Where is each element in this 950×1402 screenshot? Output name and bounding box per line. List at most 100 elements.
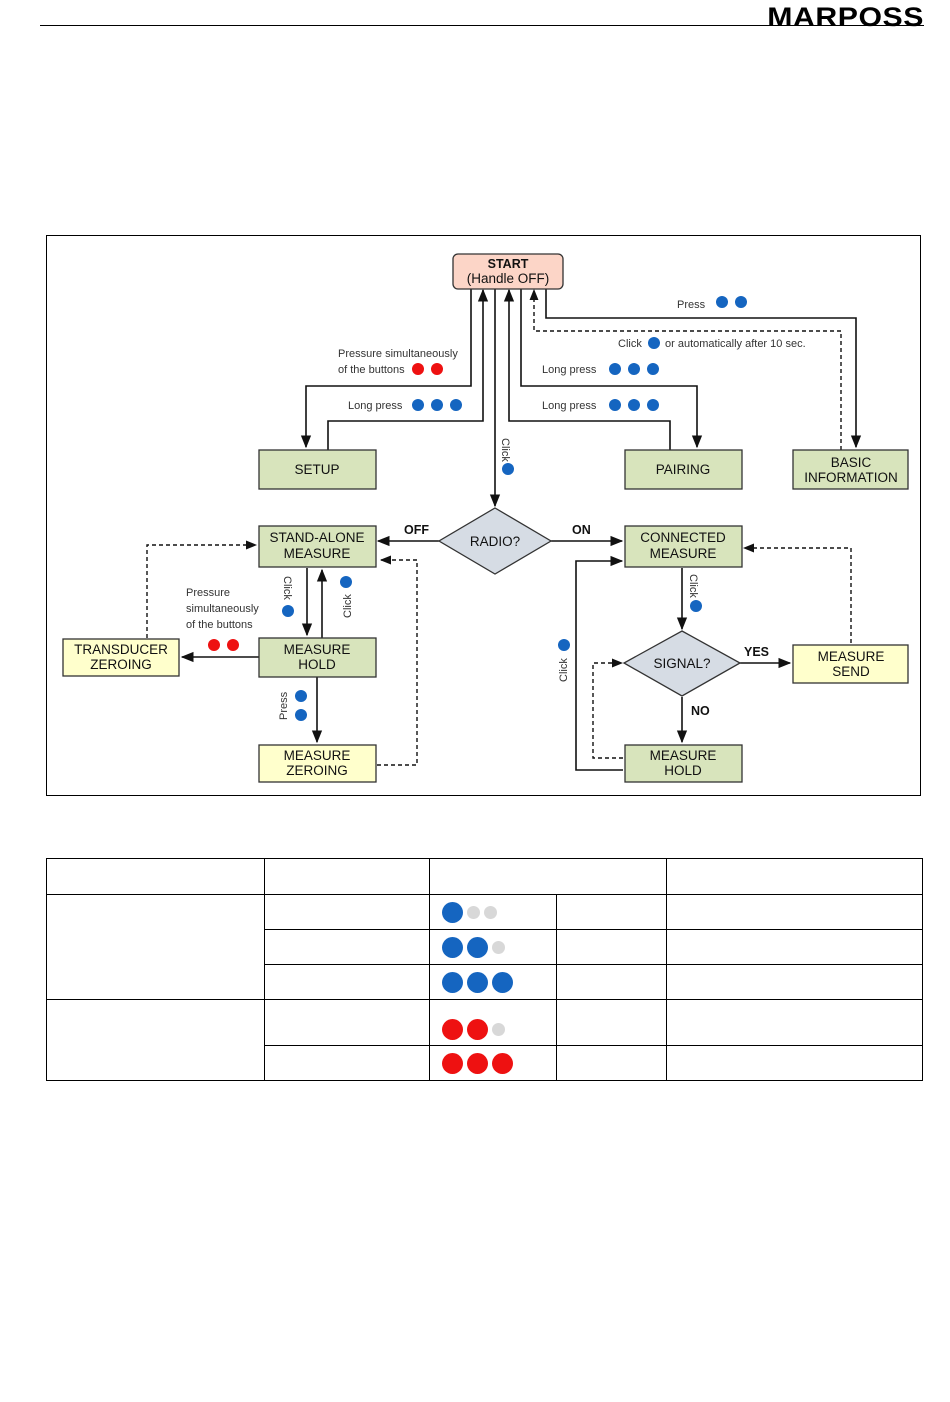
red-led-icon <box>467 1052 488 1074</box>
table-cell <box>666 964 923 1000</box>
flowchart-node-connected-measure: CONNECTED MEASURE <box>624 525 743 568</box>
red-led-icon <box>227 639 239 651</box>
table-cell <box>264 894 430 930</box>
blue-led-icon <box>412 399 424 411</box>
flowchart-edges <box>146 288 862 771</box>
blue-led-icon <box>442 901 463 923</box>
edge-label-click-auto: or automatically after 10 sec. <box>665 338 806 350</box>
red-led-icon <box>492 1052 513 1074</box>
svg-text:MEASURE: MEASURE <box>650 546 717 561</box>
blue-led-icon <box>628 363 640 375</box>
blue-led-icon <box>282 605 294 617</box>
edge-label-long-press-pairing: Long press <box>542 364 597 376</box>
blue-led-icon <box>340 576 352 588</box>
flowchart-node-basic-information: BASIC INFORMATION <box>792 449 909 490</box>
edge-label-pressure-top-1: Pressure simultaneously <box>338 348 458 360</box>
table-cell <box>666 1045 923 1081</box>
flowchart-node-transducer-zeroing: TRANSDUCER ZEROING <box>62 638 180 677</box>
svg-text:TRANSDUCER: TRANSDUCER <box>74 642 168 657</box>
table-header-cell <box>429 858 667 895</box>
svg-text:STAND-ALONE: STAND-ALONE <box>269 530 364 545</box>
table-cell <box>666 894 923 930</box>
svg-text:SETUP: SETUP <box>294 462 339 477</box>
grey-led-icon <box>467 905 480 919</box>
blue-led-icon <box>450 399 462 411</box>
red-led-icon <box>442 1019 463 1040</box>
svg-text:INFORMATION: INFORMATION <box>804 470 898 485</box>
blue-led-icon <box>628 399 640 411</box>
flowchart-node-standalone-measure: STAND-ALONE MEASURE <box>258 525 377 568</box>
table-row <box>46 999 923 1081</box>
blue-led-icon <box>690 600 702 612</box>
table-header-cell <box>264 858 430 895</box>
svg-text:MEASURE: MEASURE <box>284 642 351 657</box>
edge-label-press: Press <box>677 299 706 311</box>
flowchart-frame: START (Handle OFF) SETUP PAIRING BASIC I… <box>46 235 921 796</box>
svg-text:BASIC: BASIC <box>831 455 872 470</box>
svg-text:MEASURE: MEASURE <box>818 649 885 664</box>
led-cell <box>429 1045 557 1081</box>
flowchart-node-pairing: PAIRING <box>624 449 743 490</box>
flowchart-node-setup: SETUP <box>258 449 377 490</box>
edge-label-pressure-left-2: simultaneously <box>186 603 259 615</box>
table-header-cell <box>666 858 923 895</box>
grey-led-icon <box>492 940 505 954</box>
blue-led-icon <box>647 399 659 411</box>
red-led-icon <box>412 363 424 375</box>
table-group-cell <box>46 894 265 1000</box>
table-cell <box>264 999 430 1046</box>
edge-label-click-release: Click <box>342 594 354 618</box>
table-cell <box>556 999 667 1046</box>
edge-label-click-hold: Click <box>281 576 293 600</box>
blue-led-icon <box>558 639 570 651</box>
table-header-cell <box>46 858 265 895</box>
red-led-icon <box>442 1052 463 1074</box>
table-cell <box>264 1045 430 1081</box>
edge-label-click-radio: Click <box>499 438 511 462</box>
edge-label-no: NO <box>691 704 710 718</box>
edge-label-on: ON <box>572 523 591 537</box>
svg-text:HOLD: HOLD <box>664 763 702 778</box>
svg-text:MEASURE: MEASURE <box>284 748 351 763</box>
led-cell <box>429 964 557 1000</box>
flowchart-node-signal: SIGNAL? <box>622 630 742 697</box>
edge-label-click-signal: Click <box>687 574 699 598</box>
blue-led-icon <box>442 936 463 958</box>
blue-led-icon <box>295 690 307 702</box>
table-row <box>47 1045 923 1081</box>
table-header-row <box>46 858 923 895</box>
led-status-table <box>46 858 923 1081</box>
blue-led-icon <box>467 971 488 993</box>
edge-label-off: OFF <box>404 523 429 537</box>
table-cell <box>264 964 430 1000</box>
edge-label-long-press-setup: Long press <box>348 400 403 412</box>
svg-text:SIGNAL?: SIGNAL? <box>653 656 710 671</box>
blue-led-icon <box>735 296 747 308</box>
red-led-icon <box>431 363 443 375</box>
svg-text:MEASURE: MEASURE <box>284 546 351 561</box>
blue-led-icon <box>502 463 514 475</box>
flowchart-node-radio: RADIO? <box>437 507 553 575</box>
led-cell <box>429 929 557 965</box>
svg-text:CONNECTED: CONNECTED <box>640 530 726 545</box>
header-rule <box>40 25 924 26</box>
table-cell <box>556 894 667 930</box>
svg-text:RADIO?: RADIO? <box>470 534 520 549</box>
flowchart: START (Handle OFF) SETUP PAIRING BASIC I… <box>62 253 909 783</box>
svg-text:START: START <box>488 257 529 271</box>
marposs-logo: MARPOSS <box>767 2 924 32</box>
blue-led-icon <box>648 337 660 349</box>
edge-label-yes: YES <box>744 645 769 659</box>
flowchart-node-measure-hold-left: MEASURE HOLD <box>258 637 377 678</box>
led-cell <box>429 999 557 1046</box>
red-led-icon <box>467 1019 488 1040</box>
table-cell <box>556 964 667 1000</box>
red-led-icon <box>208 639 220 651</box>
svg-text:MEASURE: MEASURE <box>650 748 717 763</box>
svg-text:PAIRING: PAIRING <box>656 462 711 477</box>
edge-label-long-press-pairing-return: Long press <box>542 400 597 412</box>
grey-led-icon <box>484 905 497 919</box>
table-row <box>46 894 923 1000</box>
flowchart-node-measure-send: MEASURE SEND <box>792 644 909 684</box>
blue-led-icon <box>442 971 463 993</box>
